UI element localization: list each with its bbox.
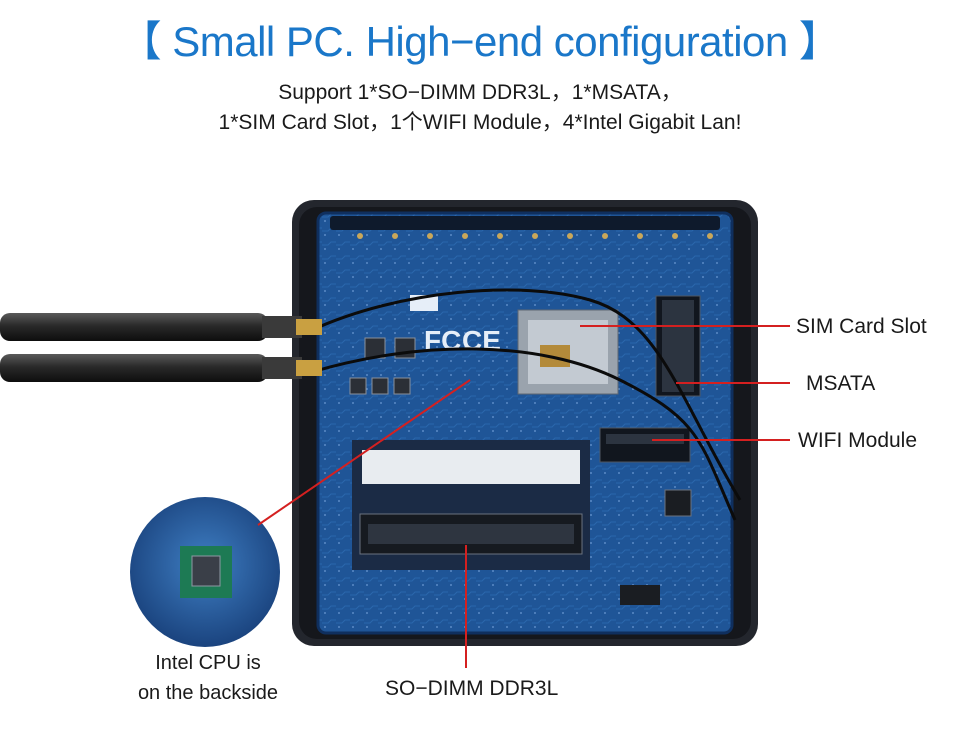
motherboard: FC CE (311, 211, 742, 635)
feature-line-2: 1*SIM Card Slot，1个WIFI Module，4*Intel Gi… (218, 111, 742, 134)
label-sodimm: SO−DIMM DDR3L (385, 677, 559, 700)
wifi-slot (599, 427, 691, 463)
wifi-antenna-lower (0, 354, 322, 382)
svg-text:CE: CE (462, 325, 501, 356)
label-wifi-module: WIFI Module (798, 429, 918, 452)
label-msata: MSATA (806, 372, 876, 395)
cpu-inset (130, 497, 280, 647)
sodimm-slot (352, 440, 590, 570)
label-cpu-line-1: Intel CPU is (155, 652, 261, 674)
label-cpu: Intel CPU is on the backside (108, 648, 308, 708)
label-sim-card-slot: SIM Card Slot (796, 315, 927, 338)
msata-slot (655, 295, 701, 397)
wifi-antenna-upper (0, 313, 322, 341)
sim-card-slot (517, 309, 619, 395)
feature-line-1: Support 1*SO−DIMM DDR3L，1*MSATA， (278, 81, 682, 104)
callout-lines (257, 325, 790, 668)
label-cpu-line-2: on the backside (137, 682, 279, 704)
page-title: 【 Small PC. High−end configuration 】 (119, 18, 841, 65)
